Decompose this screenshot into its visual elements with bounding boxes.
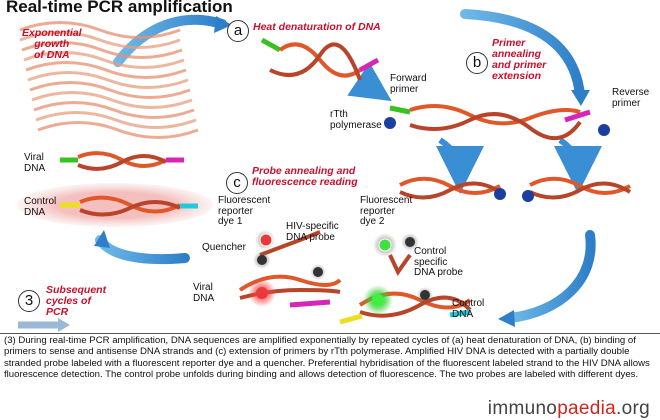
polymerase-dot-1 bbox=[384, 117, 396, 129]
exponential-growth-label: Exponential growth of DNA bbox=[22, 27, 82, 62]
control-probe bbox=[373, 233, 419, 276]
step-c-label: Probe annealing and fluorescence reading bbox=[252, 165, 358, 189]
arrow-head-control bbox=[498, 310, 515, 327]
forward-primer-label: Forward primer bbox=[390, 73, 427, 95]
quencher-label: Quencher bbox=[202, 242, 246, 253]
control-probe-label: Control specific DNA probe bbox=[414, 246, 463, 278]
control-dna-bottom-label: Control DNA bbox=[452, 298, 485, 320]
polymerase-label: rTth polymerase bbox=[330, 109, 382, 131]
arrow-to-annealing bbox=[460, 9, 585, 100]
arrow-small-2 bbox=[435, 137, 484, 194]
caption-divider bbox=[0, 333, 660, 334]
arrow-to-control bbox=[505, 230, 596, 323]
polymerase-dot-2 bbox=[598, 124, 610, 136]
viral-dna-label: Viral DNA bbox=[24, 152, 46, 174]
control-dna-helix bbox=[60, 195, 198, 217]
page-title: Real-time PCR amplification bbox=[6, 0, 233, 16]
arrow-head-growth bbox=[94, 230, 110, 248]
control-dna-bottom-helix bbox=[339, 285, 472, 325]
extended-copy-1 bbox=[399, 176, 506, 200]
step-a-marker: a bbox=[227, 20, 249, 42]
hiv-probe bbox=[253, 230, 321, 269]
denatured-dna bbox=[260, 37, 380, 81]
hiv-probe-label: HIV-specific DNA probe bbox=[286, 221, 339, 243]
step-a-label: Heat denaturation of DNA bbox=[253, 21, 381, 33]
control-dna-highlight bbox=[17, 183, 213, 227]
viral-dna-helix bbox=[60, 151, 184, 171]
step-b-label: Primer annealing and primer extension bbox=[492, 37, 547, 83]
control-dna-label: Control DNA bbox=[24, 196, 57, 218]
arrow-head-a bbox=[214, 16, 232, 33]
arrow-small-3 bbox=[553, 137, 602, 194]
reporter-dye-1-label: Fluorescent reporter dye 1 bbox=[218, 195, 271, 227]
caption-text: (3) During real-time PCR amplification, … bbox=[4, 335, 650, 381]
arrow-small-1 bbox=[347, 62, 392, 102]
step-3-arrow-head bbox=[58, 318, 70, 332]
arrow-head-b bbox=[571, 90, 590, 106]
extended-copy-2 bbox=[522, 176, 632, 202]
step-c-marker: c bbox=[226, 172, 248, 194]
step-3-marker: 3 bbox=[18, 290, 40, 312]
arrow-to-growth bbox=[95, 235, 190, 265]
step-b-marker: b bbox=[466, 52, 488, 74]
reporter-dye-2-label: Fluorescent reporter dye 2 bbox=[360, 195, 413, 227]
exponential-dna-stack bbox=[19, 21, 199, 139]
immunopaedia-logo: immunopaedia.org bbox=[487, 398, 650, 419]
reverse-primer-label: Reverse primer bbox=[612, 87, 650, 109]
arrow-to-denaturation bbox=[113, 14, 227, 67]
step-3-label: Subsequent cycles of PCR bbox=[46, 284, 107, 319]
primer-strands bbox=[384, 104, 610, 141]
viral-dna-bottom-label: Viral DNA bbox=[193, 282, 215, 304]
viral-dna-bottom-helix bbox=[238, 264, 342, 308]
